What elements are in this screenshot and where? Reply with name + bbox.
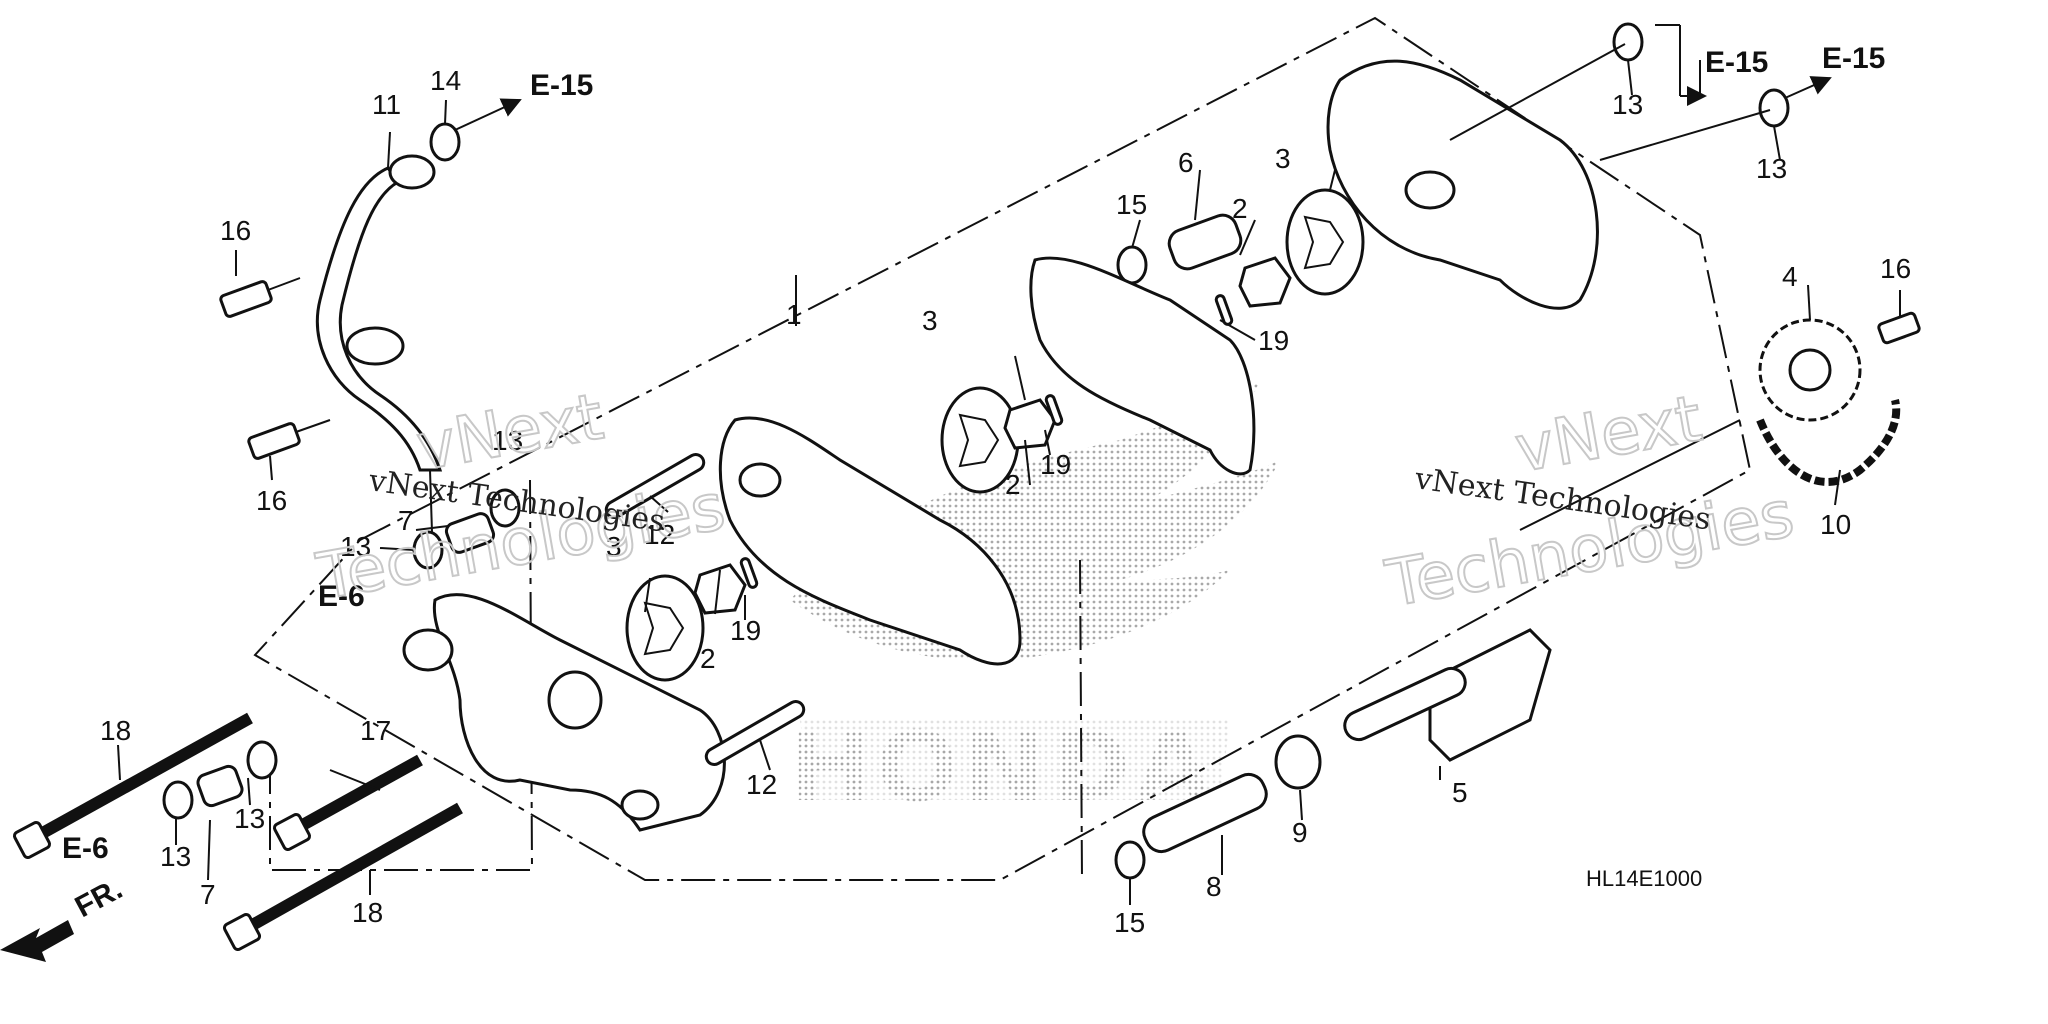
callout-number: 18 <box>352 897 383 928</box>
pump-cover <box>1326 59 1599 310</box>
callout-number: 13 <box>1612 89 1643 120</box>
drive-chain <box>1756 399 1901 486</box>
sealing-washer <box>489 488 521 528</box>
callout-number: 11 <box>372 89 401 120</box>
oil-seal <box>1274 734 1322 790</box>
callout-number: 7 <box>200 879 216 910</box>
callout-number: 19 <box>1040 449 1071 480</box>
ref-label: E-15 <box>1822 42 1885 75</box>
callout-number: 19 <box>730 615 761 646</box>
pump-housing-middle <box>718 416 1022 666</box>
watermark-brand: HONDA <box>790 711 1216 823</box>
pump-shaft <box>604 453 706 519</box>
leader-lines <box>117 24 1901 905</box>
pump-inner-rotor <box>1238 256 1292 308</box>
callout-number: 13 <box>234 803 265 834</box>
callout-number: 2 <box>1005 469 1021 500</box>
callout-number: 13 <box>340 531 371 562</box>
callout-number: 1 <box>786 299 802 330</box>
callout-number: 13 <box>1756 153 1787 184</box>
callout-number: 3 <box>606 531 622 562</box>
oil-pipe <box>315 154 443 472</box>
flange-bolt <box>247 419 331 460</box>
callout-number: 16 <box>1880 253 1911 284</box>
callout-number: 17 <box>360 715 391 746</box>
callout-number: 3 <box>1275 143 1291 174</box>
reference-arrow <box>1599 109 1771 161</box>
flange-bolt <box>219 277 301 318</box>
callout-number: 15 <box>1116 189 1147 220</box>
reference-arrow <box>1449 43 1626 141</box>
callout-number: 2 <box>1232 193 1248 224</box>
callout-number: 16 <box>256 485 287 516</box>
oil-strainer <box>1343 628 1552 762</box>
callout-number: 5 <box>1452 777 1468 808</box>
callout-number: 12 <box>644 519 675 550</box>
ref-label: E-15 <box>530 69 593 102</box>
assembly-outline <box>253 16 1752 881</box>
callout-number: 3 <box>922 305 938 336</box>
callout-number: 13 <box>492 425 523 456</box>
ref-label: E-6 <box>318 580 365 613</box>
collar <box>444 512 496 554</box>
flange-bolt <box>1877 311 1921 345</box>
callout-number: 7 <box>398 505 414 536</box>
pump-shaft <box>704 700 806 766</box>
callout-number: 10 <box>1820 509 1851 540</box>
reference-arrow <box>454 98 522 131</box>
sealing-washer <box>162 780 194 820</box>
callout-number: 2 <box>700 643 716 674</box>
callout-number: 8 <box>1206 871 1222 902</box>
front-marker-label: FR. <box>70 872 128 924</box>
ref-label: E-6 <box>62 832 109 865</box>
callout-number: 18 <box>100 715 131 746</box>
inner-outer-rotor <box>940 386 1020 494</box>
pump-shaft-collar <box>1167 213 1243 271</box>
callout-number: 9 <box>1292 817 1308 848</box>
long-flange-bolt <box>12 712 253 860</box>
callout-number: 12 <box>746 769 777 800</box>
inner-outer-rotor <box>625 574 705 682</box>
sealing-washer <box>246 740 278 780</box>
callout-number: 6 <box>1178 147 1194 178</box>
relief-valve <box>1142 772 1268 854</box>
watermark-line1: vNext <box>1510 382 1707 487</box>
pump-housing-upper <box>1029 256 1256 476</box>
sealing-washer <box>1758 88 1790 128</box>
sealing-washer <box>1114 840 1146 880</box>
callout-number: 14 <box>430 65 461 96</box>
ref-label: E-15 <box>1705 46 1768 79</box>
pump-inner-rotor <box>693 563 747 615</box>
chain-guide <box>1519 419 1741 531</box>
watermark-line1: vNext <box>412 380 609 485</box>
inner-outer-rotor <box>1285 188 1365 296</box>
dowel-pin <box>739 557 759 589</box>
assembly-bracket-right <box>1079 559 1083 881</box>
callout-number: 13 <box>160 841 191 872</box>
reference-arrow <box>1784 76 1832 99</box>
pump-body-lower <box>402 593 726 832</box>
collar <box>196 764 244 808</box>
long-flange-bolt <box>272 754 423 852</box>
callout-number: 16 <box>220 215 251 246</box>
callout-number: 15 <box>1114 907 1145 938</box>
figure-code: HL14E1000 <box>1586 866 1702 891</box>
drive-sprocket <box>1758 318 1862 422</box>
callout-number: 4 <box>1782 261 1798 292</box>
callout-number: 19 <box>1258 325 1289 356</box>
dowel-pin <box>1214 294 1234 326</box>
dowel-pin <box>1044 394 1064 426</box>
sealing-washer <box>1116 245 1148 285</box>
pump-inner-rotor <box>1003 398 1057 450</box>
front-direction-arrow: FR. <box>0 872 128 962</box>
sealing-washer <box>1612 22 1644 62</box>
long-flange-bolt <box>222 802 463 952</box>
